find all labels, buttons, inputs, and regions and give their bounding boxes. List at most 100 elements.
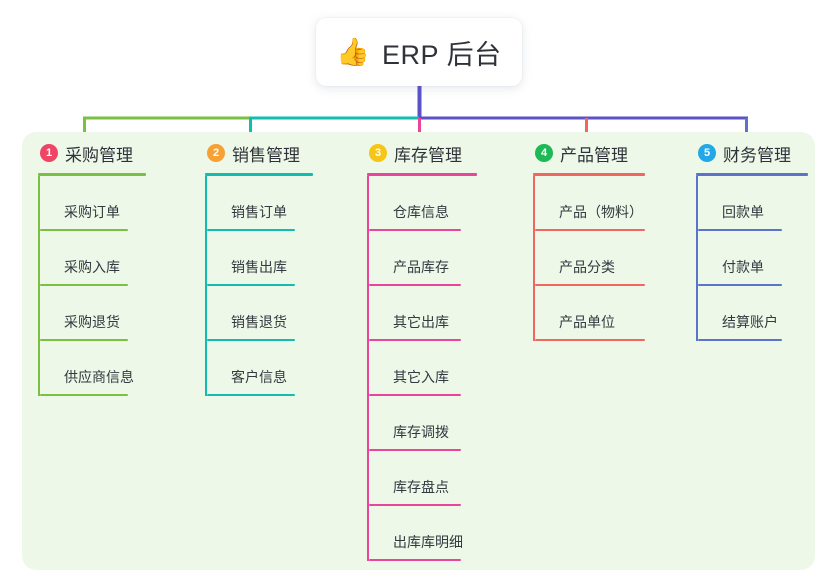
column-title: 销售管理 [232, 145, 300, 165]
column-采购管理: 1 采购管理采购订单采购入库采购退货供应商信息 [38, 140, 146, 396]
menu-item[interactable]: 出库库明细 [367, 506, 477, 561]
column-title: 库存管理 [394, 145, 462, 165]
menu-item-rule [40, 394, 128, 396]
menu-item-label: 销售退货 [231, 314, 287, 330]
menu-item[interactable]: 销售退货 [205, 286, 313, 341]
menu-item-rule [40, 229, 128, 231]
menu-item-rule [535, 229, 645, 231]
menu-item-rule [535, 284, 645, 286]
column-number-badge: 1 [40, 144, 58, 162]
menu-item[interactable]: 其它出库 [367, 286, 477, 341]
column-header-rule [533, 173, 645, 176]
menu-item-label: 库存盘点 [393, 479, 449, 495]
menu-item-rule [207, 394, 295, 396]
menu-item[interactable]: 采购订单 [38, 176, 146, 231]
menu-item[interactable]: 产品库存 [367, 231, 477, 286]
menu-item[interactable]: 产品（物料） [533, 176, 645, 231]
diagram-panel [22, 132, 815, 570]
menu-item[interactable]: 采购退货 [38, 286, 146, 341]
column-items: 回款单付款单结算账户 [696, 176, 808, 341]
column-header[interactable]: 4 产品管理 [533, 140, 645, 166]
menu-item[interactable]: 库存调拨 [367, 396, 477, 451]
menu-item-rule [369, 284, 461, 286]
menu-item-rule [207, 339, 295, 341]
column-title: 采购管理 [65, 145, 133, 165]
menu-item[interactable]: 结算账户 [696, 286, 808, 341]
column-title: 产品管理 [560, 145, 628, 165]
menu-item-label: 销售订单 [231, 204, 287, 220]
root-node-card[interactable]: 👍 ERP 后台 [316, 18, 522, 86]
menu-item[interactable]: 付款单 [696, 231, 808, 286]
menu-item-label: 采购退货 [64, 314, 120, 330]
menu-item-label: 付款单 [722, 259, 764, 275]
menu-item-label: 采购入库 [64, 259, 120, 275]
menu-item[interactable]: 销售出库 [205, 231, 313, 286]
menu-item-label: 结算账户 [722, 314, 778, 330]
column-header-rule [367, 173, 477, 176]
menu-item[interactable]: 销售订单 [205, 176, 313, 231]
menu-item-label: 其它出库 [393, 314, 449, 330]
menu-item-label: 客户信息 [231, 369, 287, 385]
column-产品管理: 4 产品管理产品（物料） 产品分类产品单位 [533, 140, 645, 341]
column-spine [205, 176, 207, 396]
column-spine [367, 176, 369, 561]
menu-item-rule [207, 284, 295, 286]
menu-item-rule [40, 339, 128, 341]
column-spine [38, 176, 40, 396]
column-title: 财务管理 [723, 145, 791, 165]
menu-item[interactable]: 客户信息 [205, 341, 313, 396]
menu-item[interactable]: 其它入库 [367, 341, 477, 396]
menu-item-rule [369, 449, 461, 451]
menu-item-label: 采购订单 [64, 204, 120, 220]
root-node-title: ERP 后台 [382, 39, 502, 70]
column-header-rule [38, 173, 146, 176]
column-header-rule [696, 173, 808, 176]
menu-item[interactable]: 产品分类 [533, 231, 645, 286]
menu-item-label: 其它入库 [393, 369, 449, 385]
menu-item-label: 产品单位 [559, 314, 615, 330]
menu-item-label: 销售出库 [231, 259, 287, 275]
menu-item-rule [535, 339, 645, 341]
column-header-rule [205, 173, 313, 176]
column-spine [696, 176, 698, 341]
menu-item[interactable]: 供应商信息 [38, 341, 146, 396]
menu-item-rule [369, 394, 461, 396]
column-header[interactable]: 2 销售管理 [205, 140, 313, 166]
menu-item[interactable]: 采购入库 [38, 231, 146, 286]
menu-item-rule [698, 229, 782, 231]
column-items: 销售订单销售出库销售退货客户信息 [205, 176, 313, 396]
column-number-badge: 4 [535, 144, 553, 162]
column-销售管理: 2 销售管理销售订单销售出库销售退货客户信息 [205, 140, 313, 396]
column-number-badge: 2 [207, 144, 225, 162]
menu-item[interactable]: 产品单位 [533, 286, 645, 341]
column-number-badge: 3 [369, 144, 387, 162]
menu-item-label: 仓库信息 [393, 204, 449, 220]
menu-item-label: 产品（物料） [559, 204, 643, 220]
menu-item-label: 库存调拨 [393, 424, 449, 440]
menu-item-label: 出库库明细 [393, 534, 463, 550]
menu-item-rule [369, 339, 461, 341]
menu-item-rule [369, 559, 461, 561]
column-spine [533, 176, 535, 341]
menu-item-label: 产品分类 [559, 259, 615, 275]
menu-item-rule [369, 229, 461, 231]
column-items: 仓库信息产品库存其它出库其它入库库存调拨库存盘点出库库明细 [367, 176, 477, 561]
menu-item[interactable]: 库存盘点 [367, 451, 477, 506]
column-items: 产品（物料） 产品分类产品单位 [533, 176, 645, 341]
menu-item-rule [40, 284, 128, 286]
column-库存管理: 3 库存管理仓库信息产品库存其它出库其它入库库存调拨库存盘点出库库明细 [367, 140, 477, 561]
column-items: 采购订单采购入库采购退货供应商信息 [38, 176, 146, 396]
menu-item-label: 回款单 [722, 204, 764, 220]
menu-item-rule [698, 284, 782, 286]
menu-item-label: 供应商信息 [64, 369, 134, 385]
menu-item-rule [207, 229, 295, 231]
menu-item-rule [369, 504, 461, 506]
menu-item-label: 产品库存 [393, 259, 449, 275]
column-header[interactable]: 1 采购管理 [38, 140, 146, 166]
menu-item-rule [698, 339, 782, 341]
menu-item[interactable]: 仓库信息 [367, 176, 477, 231]
menu-item[interactable]: 回款单 [696, 176, 808, 231]
column-header[interactable]: 3 库存管理 [367, 140, 477, 166]
